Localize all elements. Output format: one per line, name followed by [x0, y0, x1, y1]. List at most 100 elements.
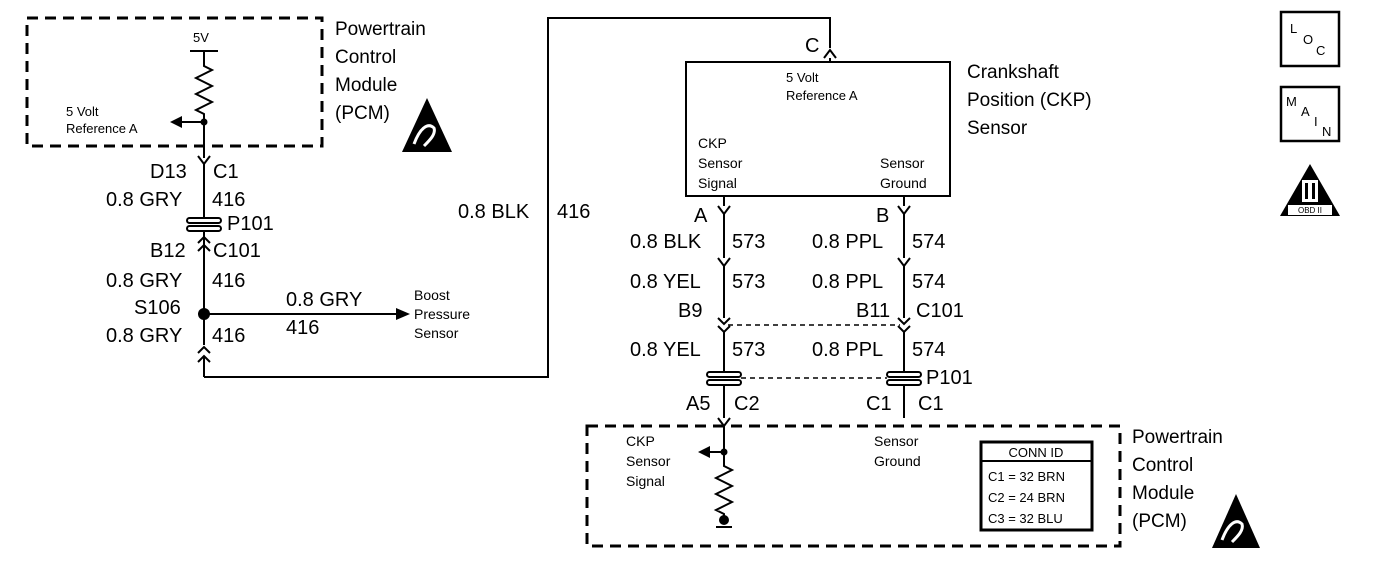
left-wire3-ckt: 416 — [212, 325, 245, 347]
boost-wire-color: 0.8 GRY — [286, 289, 362, 311]
pcm-signal-line3: Signal — [626, 473, 665, 489]
conn-id-row2: C2 = 24 BRN — [988, 490, 1065, 505]
connector-pin-a — [717, 205, 731, 216]
pullup-resistor — [193, 51, 215, 122]
connector-b12-a — [197, 235, 211, 244]
wire-loop-blk-416 — [204, 17, 831, 378]
boost-sensor-line2: Pressure — [414, 306, 470, 322]
ckp-ref-line2: Reference A — [786, 88, 858, 103]
connector-bottom-a — [197, 345, 211, 354]
connector-b-inline-1 — [897, 257, 911, 268]
left-wire1-color: 0.8 GRY — [106, 189, 182, 211]
pcm-bottom-boundary — [585, 424, 1122, 548]
left-wire1-ckt: 416 — [212, 189, 245, 211]
circuit-a-wire1: 0.8 BLK — [630, 231, 702, 253]
circuit-a-ckt1: 573 — [732, 231, 765, 253]
loc-letter-o: O — [1303, 32, 1313, 47]
connector-b11-b — [897, 325, 911, 334]
ckp-name-line2: Position (CKP) — [967, 90, 1092, 111]
pcm-top-name-line3: Module — [335, 75, 397, 96]
pcm-top-boundary — [25, 16, 324, 148]
left-pin-d13: D13 — [150, 161, 187, 183]
loc-letter-l: L — [1290, 21, 1297, 36]
left-conn-c101: C101 — [213, 240, 261, 262]
circuit-b-splice: P101 — [926, 367, 973, 389]
main-letter-a: A — [1301, 104, 1310, 119]
splice-pack-p101-bottom — [186, 225, 222, 232]
connector-pin-b — [897, 205, 911, 216]
pulldown-resistor — [713, 452, 735, 516]
left-wire2-ckt: 416 — [212, 270, 245, 292]
conn-id-row1: C1 = 32 BRN — [988, 469, 1065, 484]
obd-ii-label: OBD II — [1298, 206, 1322, 215]
ckp-signal-line3: Signal — [698, 175, 737, 191]
pcm-top-name-line4: (PCM) — [335, 103, 390, 124]
signal-arrow-icon — [698, 446, 710, 458]
left-wire2-color: 0.8 GRY — [106, 270, 182, 292]
boost-arrow-icon — [396, 308, 410, 320]
ckp-sensor-body — [685, 61, 951, 197]
main-icon[interactable]: M A I N — [1279, 85, 1341, 143]
circuit-a-pin2: B9 — [678, 300, 702, 322]
loop-wire-color: 0.8 BLK — [458, 201, 530, 223]
splice-pack-b-top — [886, 371, 922, 378]
ckp-signal-line2: Sensor — [698, 155, 743, 171]
connector-a-inline-1 — [717, 257, 731, 268]
ckp-ground-line2: Ground — [880, 175, 927, 191]
pcm-signal-line2: Sensor — [626, 453, 671, 469]
loop-wire-ckt: 416 — [557, 201, 590, 223]
loc-icon[interactable]: L O C — [1279, 10, 1341, 68]
conn-id-row3: C3 = 32 BLU — [988, 511, 1063, 526]
circuit-b-ckt1: 574 — [912, 231, 945, 253]
circuit-a-pin: A — [694, 205, 708, 227]
circuit-b-wire3: 0.8 PPL — [812, 339, 883, 361]
circuit-b-pcm-conn: C1 — [918, 393, 944, 415]
pcm-ground-line1: Sensor — [874, 433, 919, 449]
ckp-pin-c: C — [805, 35, 819, 57]
circuit-b-wire2: 0.8 PPL — [812, 271, 883, 293]
connector-b9-b — [717, 325, 731, 334]
boost-sensor-line3: Sensor — [414, 325, 459, 341]
pcm-signal-line1: CKP — [626, 433, 655, 449]
circuit-b-wire1: 0.8 PPL — [812, 231, 883, 253]
ckp-name-line1: Crankshaft — [967, 62, 1060, 83]
splice-pack-p101-top — [186, 217, 222, 224]
connector-b11-a — [897, 317, 911, 326]
main-letter-i: I — [1314, 114, 1318, 129]
ckp-ground-line1: Sensor — [880, 155, 925, 171]
pcm-top-ref-line1: 5 Volt — [66, 104, 99, 119]
circuit-b-pin2: B11 — [856, 300, 890, 322]
pcm-bottom-name-line3: Module — [1132, 483, 1194, 504]
circuit-a-wire2: 0.8 YEL — [630, 271, 701, 293]
obd-ii-icon[interactable]: OBD II — [1280, 164, 1340, 216]
splice-pack-b-bottom — [886, 379, 922, 386]
left-pin-b12: B12 — [150, 240, 186, 262]
circuit-b-pin: B — [876, 205, 889, 227]
boost-wire-ckt: 416 — [286, 317, 319, 339]
connector-b9-a — [717, 317, 731, 326]
circuit-a-ckt2: 573 — [732, 271, 765, 293]
loc-letter-c: C — [1316, 43, 1325, 58]
pcm-top-name-line2: Control — [335, 47, 396, 68]
ckp-name-line3: Sensor — [967, 118, 1028, 139]
connector-pin-c — [823, 48, 837, 59]
splice-pack-a-bottom — [706, 379, 742, 386]
pcm-top-name-line1: Powertrain — [335, 19, 426, 40]
pcm-bottom-name-line2: Control — [1132, 455, 1193, 476]
ref-arrow-icon — [170, 116, 182, 128]
ckp-signal-line1: CKP — [698, 135, 727, 151]
left-conn-c1: C1 — [213, 161, 239, 183]
pcm-top-voltage: 5V — [193, 30, 209, 45]
circuit-a-pcm-pin: A5 — [686, 393, 710, 415]
left-splice-p101: P101 — [227, 213, 274, 235]
conn-id-table — [979, 440, 1094, 532]
circuit-a-wire3: 0.8 YEL — [630, 339, 701, 361]
pcm-bottom-name-line1: Powertrain — [1132, 427, 1223, 448]
conn-id-title: CONN ID — [1009, 445, 1064, 460]
main-letter-m: M — [1286, 94, 1297, 109]
ckp-ref-line1: 5 Volt — [786, 70, 819, 85]
esd-warning-icon-bottom — [1212, 494, 1260, 548]
circuit-b-ckt2: 574 — [912, 271, 945, 293]
left-wire3-color: 0.8 GRY — [106, 325, 182, 347]
